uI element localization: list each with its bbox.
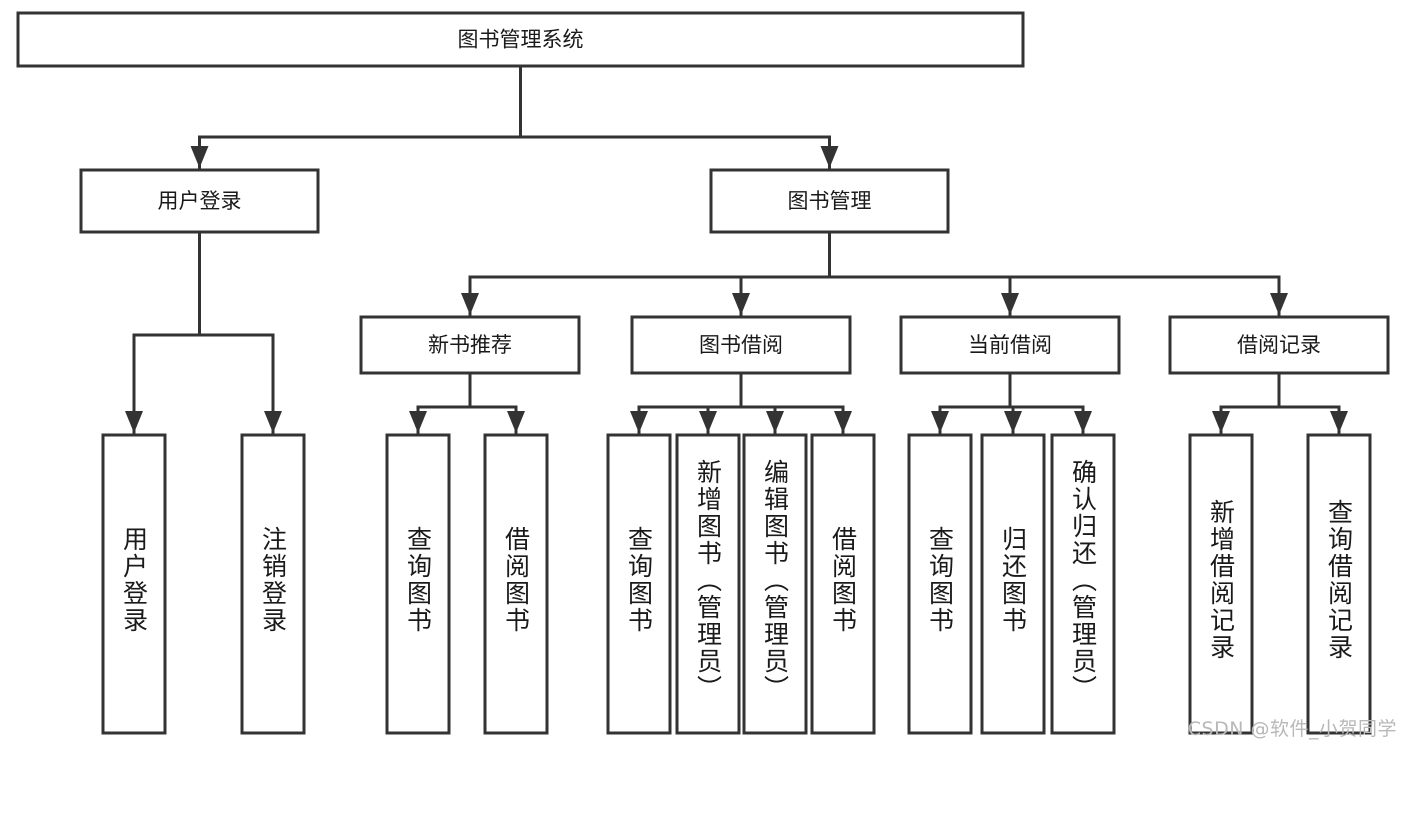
connector-layer <box>125 64 1348 435</box>
node-leaf-1[interactable] <box>240 433 306 735</box>
arrow-head <box>1212 411 1230 433</box>
arrow-head <box>1004 411 1022 433</box>
node-leaf-0[interactable] <box>101 433 167 735</box>
hierarchy-diagram: 图书管理系统用户登录图书管理新书推荐图书借阅当前借阅借阅记录 用户登录注销登录查… <box>16 11 1397 740</box>
arrow-head <box>699 411 717 433</box>
arrow-head <box>461 293 479 315</box>
node-level3-label-2: 当前借阅 <box>968 333 1052 357</box>
arrow-head <box>732 293 750 315</box>
arrow-head <box>1270 293 1288 315</box>
node-level2-0[interactable] <box>79 168 320 234</box>
arrow-head <box>409 411 427 433</box>
node-root[interactable] <box>16 11 1025 68</box>
arrow-head <box>766 411 784 433</box>
node-level3-1[interactable] <box>630 315 852 375</box>
node-level3-2[interactable] <box>899 315 1121 375</box>
node-leaf-4[interactable] <box>606 433 672 735</box>
node-leaf-3[interactable] <box>483 433 549 735</box>
arrow-head <box>931 411 949 433</box>
node-root-label: 图书管理系统 <box>458 28 584 52</box>
arrow-head <box>1330 411 1348 433</box>
node-level3-3[interactable] <box>1168 315 1390 375</box>
node-leaf-7[interactable] <box>810 433 876 735</box>
arrow-head <box>507 411 525 433</box>
node-level3-label-1: 图书借阅 <box>699 333 783 357</box>
node-leaf-2[interactable] <box>385 433 451 735</box>
watermark: CSDN @软件_小贺同学 <box>1187 718 1397 740</box>
node-level2-label-1: 图书管理 <box>788 189 872 213</box>
node-leaf-11[interactable] <box>1188 433 1254 735</box>
arrow-head <box>820 146 839 168</box>
node-level3-label-3: 借阅记录 <box>1237 333 1321 357</box>
box-layer <box>16 11 1390 735</box>
arrow-head <box>1074 411 1092 433</box>
arrow-head <box>125 411 143 433</box>
node-leaf-9[interactable] <box>980 433 1046 735</box>
arrow-head <box>264 411 282 433</box>
arrow-head <box>630 411 648 433</box>
node-level2-1[interactable] <box>709 168 950 234</box>
node-leaf-6[interactable] <box>742 433 808 735</box>
arrow-head <box>1001 293 1019 315</box>
arrow-head <box>190 146 209 168</box>
arrow-head <box>834 411 852 433</box>
node-level3-label-0: 新书推荐 <box>428 333 512 357</box>
node-level2-label-0: 用户登录 <box>158 189 242 213</box>
node-leaf-5[interactable] <box>675 433 741 735</box>
node-leaf-8[interactable] <box>907 433 973 735</box>
node-level3-0[interactable] <box>359 315 581 375</box>
node-leaf-10[interactable] <box>1050 433 1116 735</box>
node-leaf-12[interactable] <box>1306 433 1372 735</box>
